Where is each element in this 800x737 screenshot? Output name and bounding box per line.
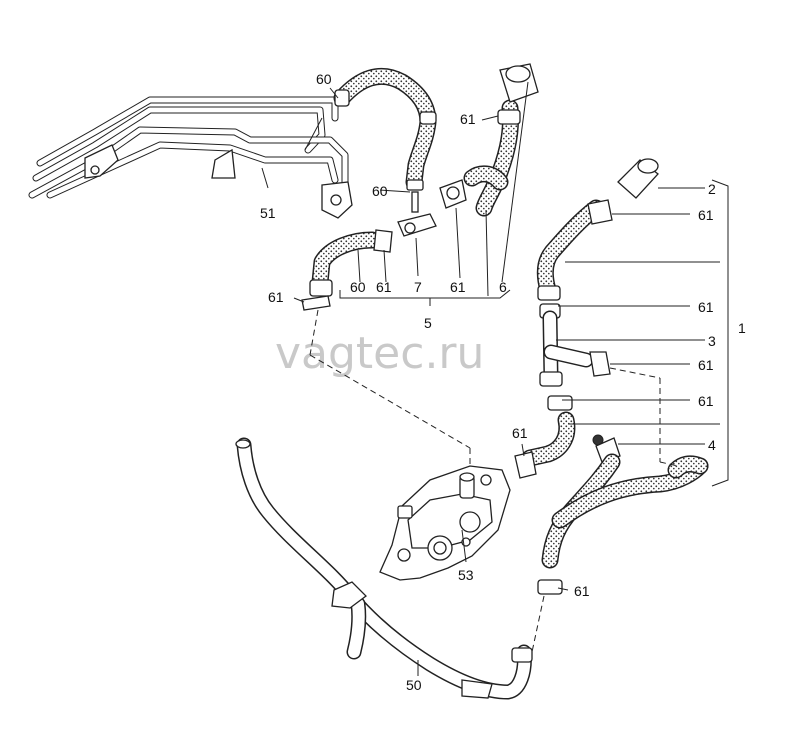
callout-61-left: 61: [376, 279, 392, 295]
metal-lines-51: [28, 96, 353, 219]
callout-60-mid: 60: [372, 183, 388, 199]
callout-61-hose6: 61: [460, 111, 476, 127]
housing-53: [379, 465, 511, 581]
callout-5: 5: [424, 315, 432, 331]
upper-hose-7: [333, 67, 437, 237]
hose-6: [439, 63, 539, 217]
callout-1: 1: [738, 320, 746, 336]
callout-61-r1: 61: [698, 207, 714, 223]
callout-7: 7: [414, 279, 422, 295]
callout-61-r4: 61: [698, 393, 714, 409]
bracket-1: [711, 179, 729, 487]
callout-61-r2: 61: [698, 299, 714, 315]
callout-61-lower: 61: [512, 425, 528, 441]
callout-6: 6: [499, 279, 507, 295]
left-hose-assembly: [301, 229, 471, 480]
callout-61-r3: 61: [698, 357, 714, 373]
callout-61-mid: 61: [450, 279, 466, 295]
callout-2: 2: [708, 181, 716, 197]
watermark-text: vagtec.ru: [275, 328, 484, 379]
callout-50: 50: [406, 677, 422, 693]
callout-4: 4: [708, 437, 716, 453]
callout-3: 3: [708, 333, 716, 349]
callout-60-top: 60: [316, 71, 332, 87]
hose-assembly-1: [514, 158, 709, 653]
callout-61-far-left: 61: [268, 289, 284, 305]
callout-51: 51: [260, 205, 276, 221]
callout-60-low: 60: [350, 279, 366, 295]
callout-53: 53: [458, 567, 474, 583]
callout-61-bottom: 61: [574, 583, 590, 599]
lower-pipe-50: [235, 437, 533, 700]
callout-labels: 1 2 3 4 5 6 7 50 51 53 60 60 60 61 61 61…: [260, 71, 746, 693]
leader-lines: [261, 81, 720, 676]
